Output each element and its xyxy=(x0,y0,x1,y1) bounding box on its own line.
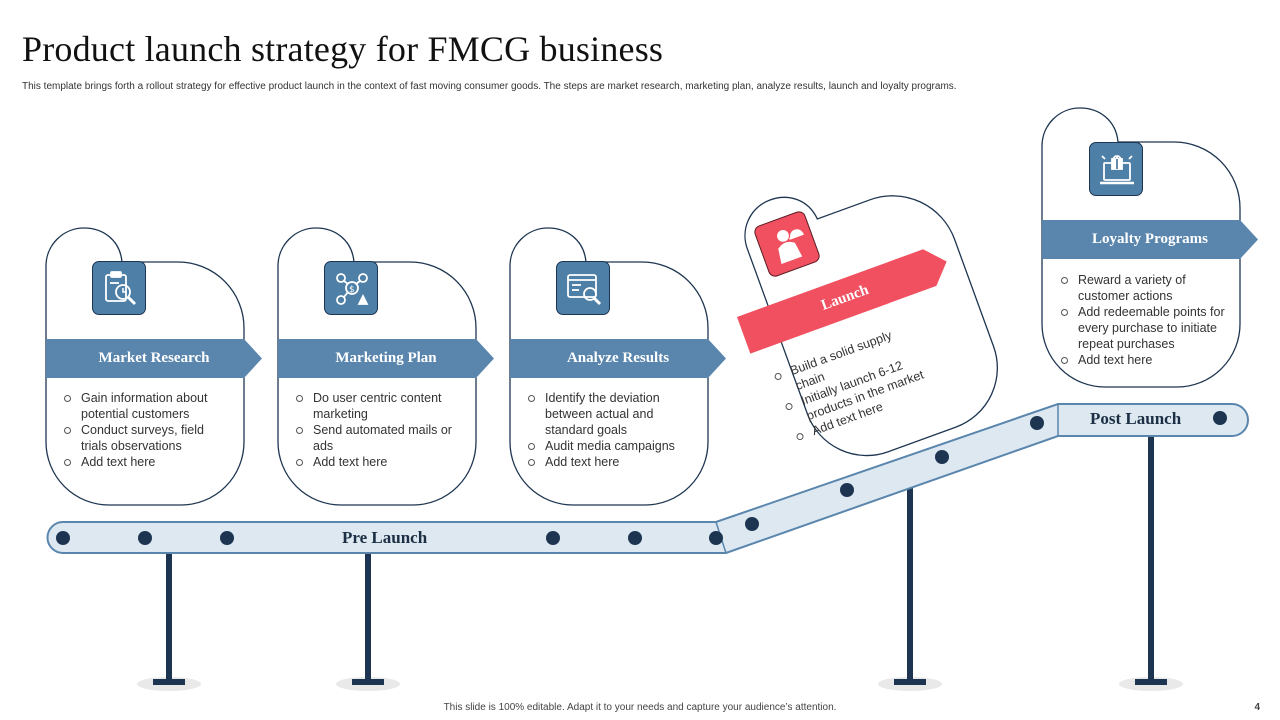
list-item: Add redeemable points for every purchase… xyxy=(1060,304,1228,352)
page-number: 4 xyxy=(1254,702,1260,713)
browser-magnifier-icon xyxy=(556,261,610,315)
step-title-marketing-plan: Marketing Plan xyxy=(335,350,437,366)
slide-title: Product launch strategy for FMCG busines… xyxy=(22,29,664,69)
list-item: Add text here xyxy=(295,454,455,470)
list-item: Reward a variety of customer actions xyxy=(1060,272,1228,304)
step-points-analyze-results: Identify the deviation between actual an… xyxy=(527,390,697,470)
step-points-loyalty-programs: Reward a variety of customer actions Add… xyxy=(1060,272,1228,368)
step-title-market-research: Market Research xyxy=(98,350,210,366)
step-title-loyalty-programs: Loyalty Programs xyxy=(1092,231,1208,247)
step-title-analyze-results: Analyze Results xyxy=(566,350,670,366)
step-points-marketing-plan: Do user centric content marketing Send a… xyxy=(295,390,455,470)
list-item: Do user centric content marketing xyxy=(295,390,455,422)
list-item: Gain information about potential custome… xyxy=(63,390,233,422)
ribbon-market-research xyxy=(46,339,262,378)
ribbon-loyalty-programs xyxy=(1042,220,1258,259)
list-item: Identify the deviation between actual an… xyxy=(527,390,697,438)
track-rivets xyxy=(56,411,1227,545)
conveyor-track xyxy=(46,403,1249,554)
slide-subtitle: This template brings forth a rollout str… xyxy=(22,81,957,92)
track-label-post-launch: Post Launch xyxy=(1090,409,1182,428)
track-label-pre-launch: Pre Launch xyxy=(342,528,428,547)
support-posts xyxy=(137,430,1183,691)
gift-laptop-icon xyxy=(1089,142,1143,196)
clipboard-analysis-icon xyxy=(92,261,146,315)
ribbon-marketing-plan xyxy=(278,339,494,378)
slide-footer: This slide is 100% editable. Adapt it to… xyxy=(443,702,837,713)
marketing-network-icon: $ xyxy=(324,261,378,315)
list-item: Add text here xyxy=(527,454,697,470)
list-item: Add text here xyxy=(63,454,233,470)
step-points-market-research: Gain information about potential custome… xyxy=(63,390,233,470)
waiter-serving-icon xyxy=(752,209,822,279)
list-item: Conduct surveys, field trials observatio… xyxy=(63,422,233,454)
svg-text:$: $ xyxy=(349,285,355,295)
list-item: Audit media campaigns xyxy=(527,438,697,454)
list-item: Add text here xyxy=(1060,352,1228,368)
ribbon-launch xyxy=(737,249,947,354)
ribbon-analyze-results xyxy=(510,339,726,378)
list-item: Send automated mails or ads xyxy=(295,422,455,454)
